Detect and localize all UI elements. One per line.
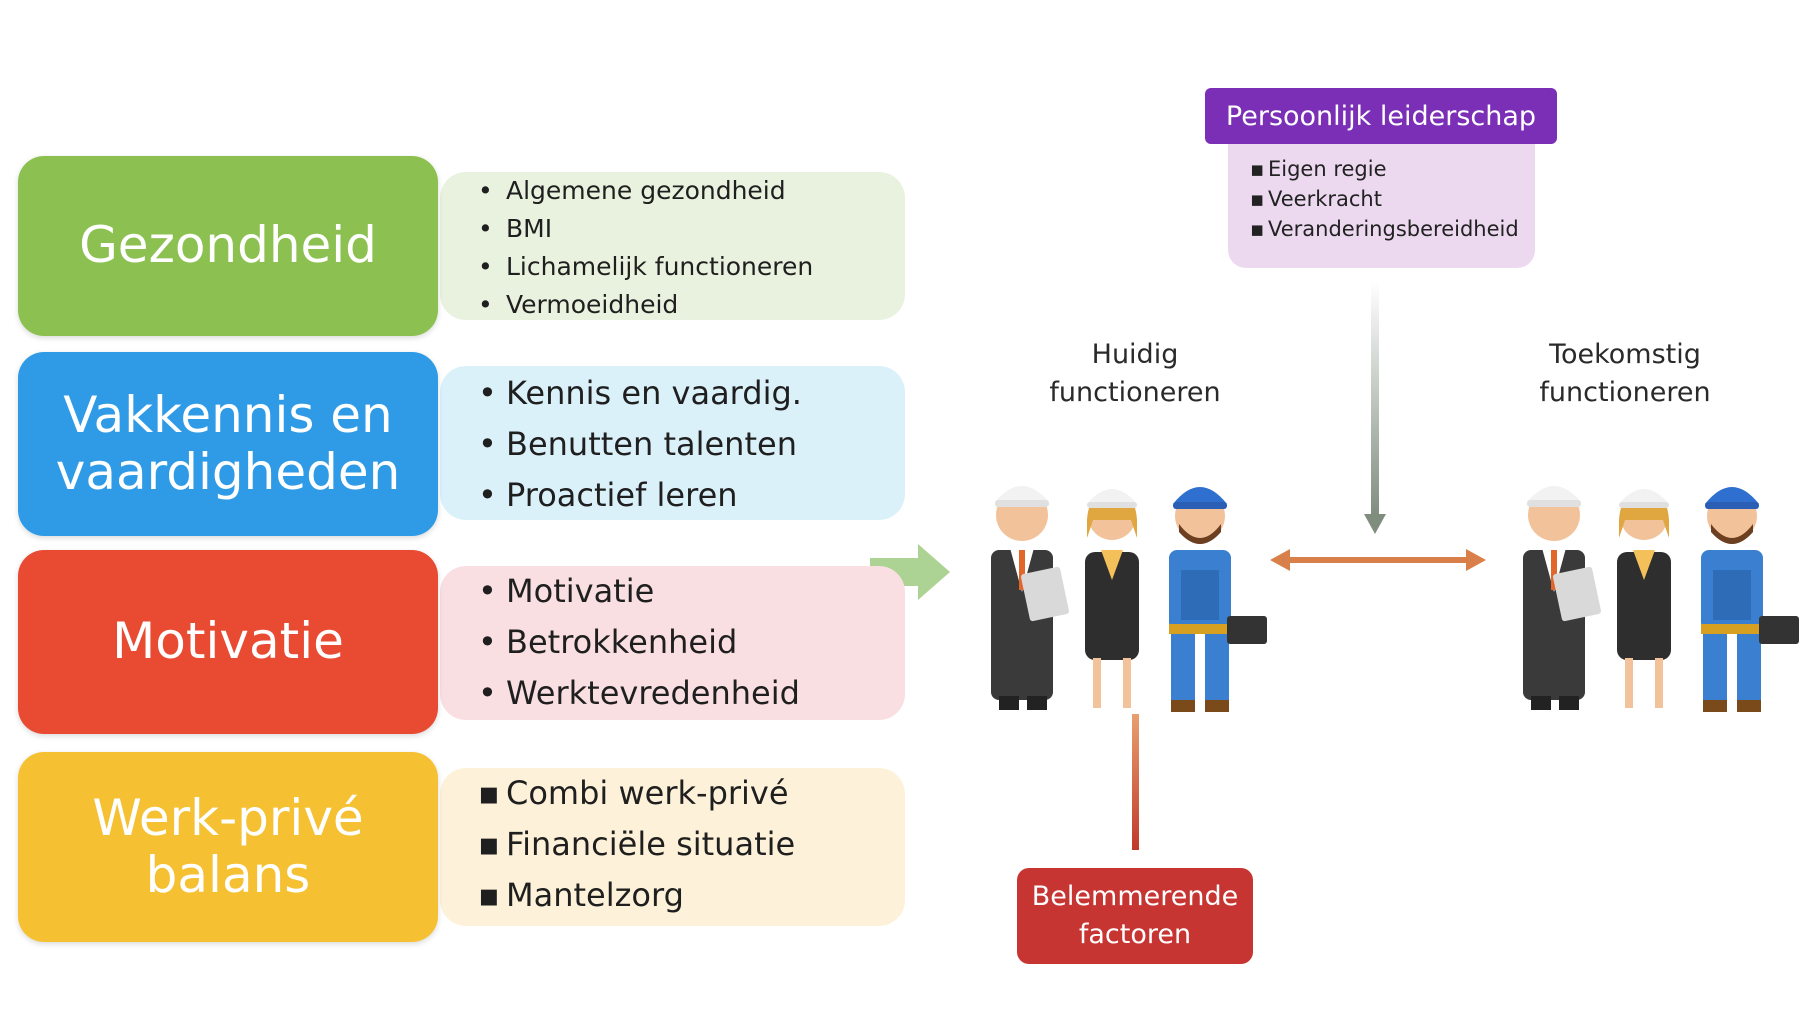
obstacles-box: Belemmerende factoren <box>1017 868 1253 964</box>
category-title: Motivatie <box>112 612 344 671</box>
obstacles-line: factoren <box>1078 919 1192 950</box>
category-gezondheid: Gezondheid <box>18 156 438 336</box>
grey-arrow-head <box>1364 514 1386 534</box>
panel-werk-prive: Combi werk-privé Financiële situatie Man… <box>440 768 905 926</box>
list-item: Werktevredenheid <box>478 668 905 719</box>
worker-construction <box>1169 487 1267 712</box>
leadership-title: Persoonlijk leiderschap <box>1205 88 1557 144</box>
category-motivatie: Motivatie <box>18 550 438 734</box>
worker-businessman <box>1523 486 1601 710</box>
future-functioning-label: Toekomstig functioneren <box>1520 336 1730 412</box>
worker-construction <box>1701 487 1799 712</box>
list-item: Kennis en vaardig. <box>478 368 905 419</box>
grey-arrow-shaft <box>1371 282 1379 516</box>
category-title: Gezondheid <box>79 216 377 275</box>
panel-vakkennis: Kennis en vaardig. Benutten talenten Pro… <box>440 366 905 521</box>
list-item: Eigen regie <box>1250 154 1535 184</box>
label-line: functioneren <box>1539 377 1711 408</box>
category-title: Vakkennis en vaardigheden <box>55 385 401 501</box>
worker-businessman <box>991 486 1069 710</box>
list-item: Motivatie <box>478 566 905 617</box>
obstacles-line: Belemmerende <box>1031 881 1239 912</box>
workers-group-future <box>1523 486 1799 712</box>
worker-businesswoman <box>1617 489 1671 708</box>
category-vakkennis: Vakkennis en vaardigheden <box>18 352 438 536</box>
label-line: functioneren <box>1049 377 1221 408</box>
worker-businesswoman <box>1085 489 1139 708</box>
list-item: Algemene gezondheid <box>478 172 905 210</box>
category-title: Werk-privé balans <box>92 788 364 904</box>
list-item: Betrokkenheid <box>478 617 905 668</box>
current-functioning-label: Huidig functioneren <box>1030 336 1240 412</box>
list-item: Mantelzorg <box>478 870 905 921</box>
list-item: Veerkracht <box>1250 184 1535 214</box>
list-item: Veranderingsbereidheid <box>1250 214 1535 244</box>
list-item: Benutten talenten <box>478 419 905 470</box>
list-item: Lichamelijk functioneren <box>478 248 905 286</box>
list-item: Combi werk-privé <box>478 768 905 819</box>
list-item: BMI <box>478 210 905 248</box>
leadership-title-text: Persoonlijk leiderschap <box>1225 100 1537 132</box>
panel-gezondheid: Algemene gezondheid BMI Lichamelijk func… <box>440 172 905 324</box>
panel-motivatie: Motivatie Betrokkenheid Werktevredenheid <box>440 566 905 720</box>
red-connector-line <box>1132 714 1139 850</box>
list-item: Financiële situatie <box>478 819 905 870</box>
workers-group-current <box>991 486 1267 712</box>
list-item: Proactief leren <box>478 470 905 521</box>
list-item: Vermoeidheid <box>478 286 905 324</box>
label-line: Huidig <box>1091 339 1179 370</box>
category-werk-prive: Werk-privé balans <box>18 752 438 942</box>
label-line: Toekomstig <box>1549 339 1701 370</box>
leadership-panel: Eigen regie Veerkracht Veranderingsberei… <box>1228 138 1535 268</box>
